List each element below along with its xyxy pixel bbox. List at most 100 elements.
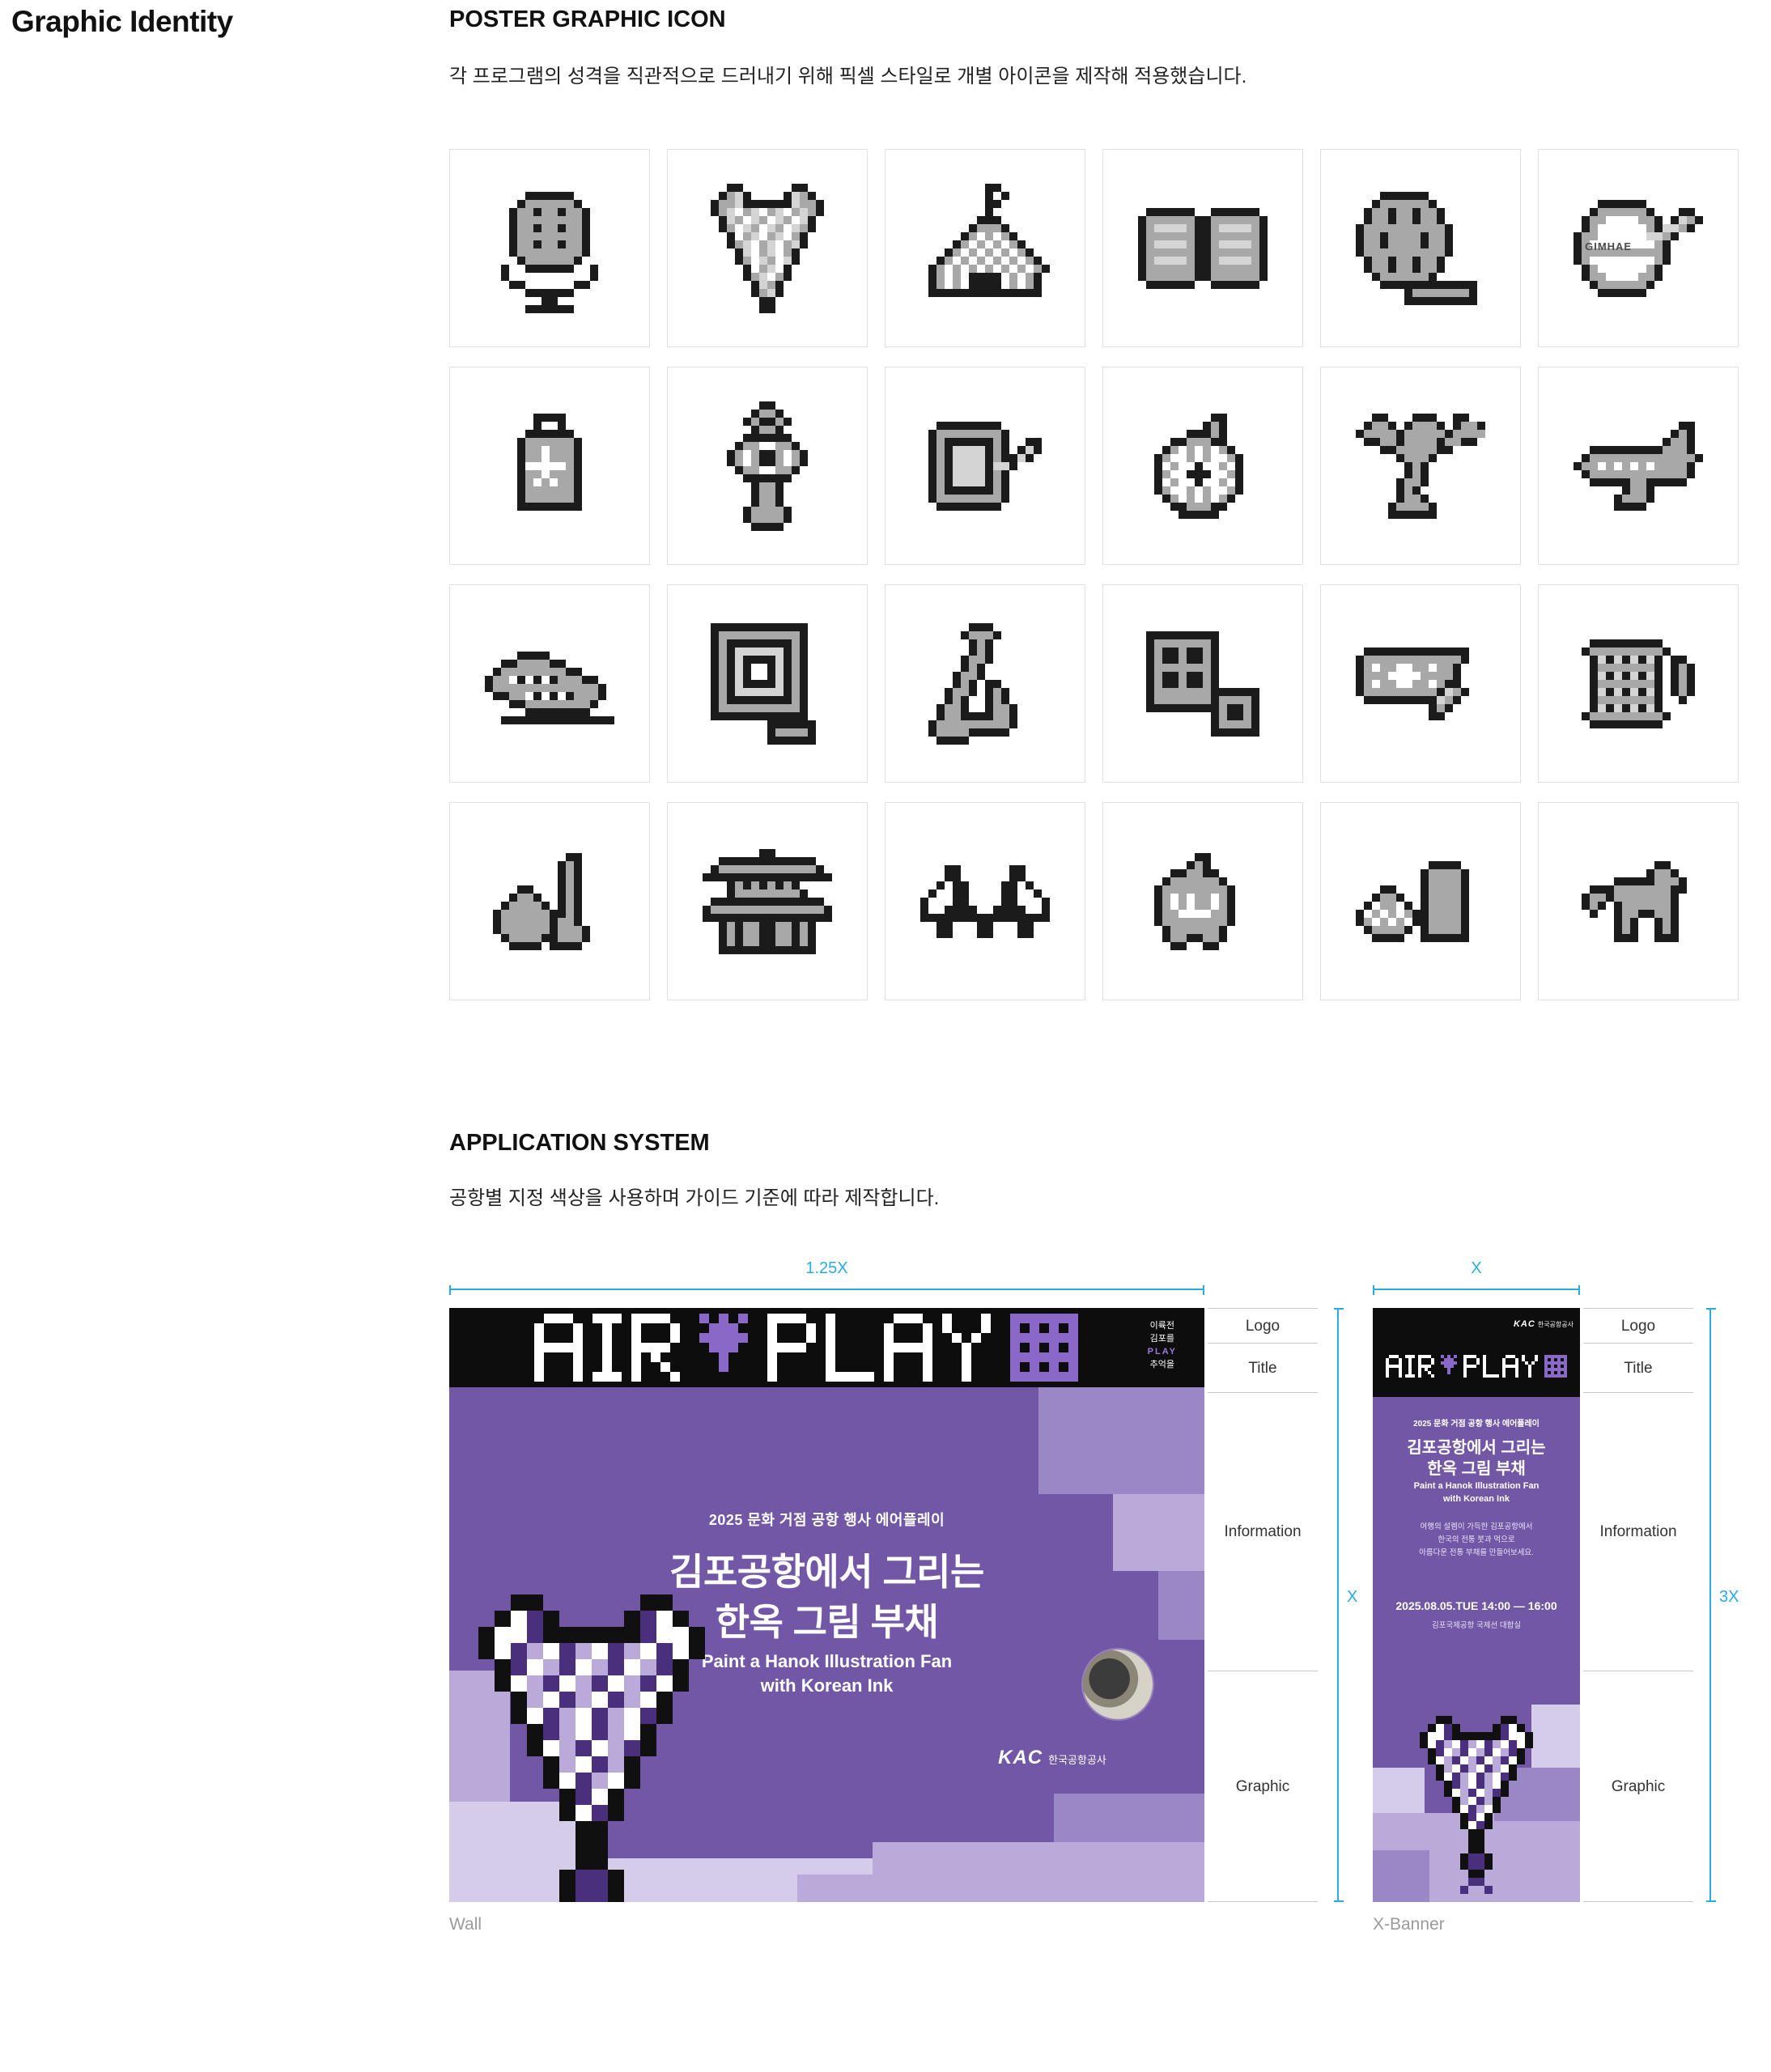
airplane-icon: [1574, 421, 1703, 511]
icon-cell-folding-fan-icon: [667, 149, 868, 347]
wall-height-dimension-label: X: [1347, 1588, 1358, 1606]
icon-cell-airplane-icon: [1538, 367, 1739, 565]
pixel-block: [1054, 1794, 1204, 1842]
icon-text-label: GIMHAE: [1585, 240, 1633, 253]
microphone-icon: [485, 184, 614, 313]
palm-tree-icon: [1356, 413, 1485, 519]
kac-logo-text: 한국공항공사: [1537, 1321, 1574, 1328]
apple-icon: [1138, 852, 1268, 950]
xbanner-width-dimension-line: [1373, 1285, 1580, 1295]
logo-tagline: 이륙전 김포를 PLAY 추억을: [1148, 1319, 1177, 1371]
annotation-section-logo: Logo: [1583, 1308, 1693, 1344]
icon-cell-apple-icon: [1102, 802, 1303, 1000]
annotation-divider: [1208, 1901, 1318, 1902]
wall-caption: Wall: [449, 1915, 482, 1934]
xbanner-width-dimension-label: X: [1471, 1259, 1482, 1277]
film-reel-icon: [1356, 191, 1485, 305]
pixel-icon-grid: GIMHAE: [449, 149, 1739, 1000]
wall-poster-mockup: 이륙전 김포를 PLAY 추억을 2025 문화 거점 공항 행사 에어플레이 …: [449, 1308, 1204, 1902]
kac-logo-mark: KAC: [998, 1747, 1043, 1768]
luggage-tag-icon: [485, 413, 614, 519]
xbanner-caption: X-Banner: [1373, 1915, 1445, 1934]
pixel-block: [873, 1842, 1204, 1902]
icon-cell-horse-icon: [1538, 802, 1739, 1000]
tagline-line: 이륙전: [1149, 1321, 1175, 1331]
citrus-slice-icon: [1138, 413, 1268, 519]
pixel-block: [1531, 1705, 1580, 1768]
annotation-label: Logo: [1245, 1317, 1280, 1335]
ticket-pencil-icon: [1356, 647, 1485, 720]
xbanner-height-dimension-line: [1706, 1308, 1716, 1902]
saxophone-icon: [920, 622, 1050, 745]
pixel-block: [1158, 1571, 1204, 1640]
icon-cell-thread-spool-icon: [1538, 584, 1739, 783]
poster-icon-section-title: POSTER GRAPHIC ICON: [449, 6, 726, 32]
annotation-section-title: Title: [1583, 1343, 1693, 1393]
annotation-label: Graphic: [1611, 1778, 1666, 1795]
icon-cell-gate-door-icon: [667, 584, 868, 783]
xbanner-height-dimension-label: 3X: [1719, 1588, 1739, 1606]
icon-cell-palm-tree-icon: [1320, 367, 1521, 565]
poster-info-line: 아름다운 전통 부채를 만들어보세요.: [1419, 1548, 1534, 1557]
poster-title-line1: 김포공항에서 그리는: [669, 1551, 984, 1593]
poster-subtitle-line2: with Korean Ink: [760, 1675, 894, 1696]
thread-spool-icon: [1574, 639, 1703, 728]
photo-badge: [1083, 1650, 1153, 1719]
annotation-section-information: Information: [1208, 1392, 1318, 1671]
pixel-block: [1373, 1850, 1429, 1902]
annotation-label: Graphic: [1235, 1778, 1290, 1795]
bridge-icon: [920, 864, 1050, 938]
gimhae-stamp-icon: [1574, 199, 1703, 297]
hanok-pavilion-icon: [703, 848, 832, 954]
icon-cell-citrus-slice-icon: [1102, 367, 1303, 565]
poster-location: 김포국제공항 국제선 대합실: [1431, 1621, 1522, 1630]
pixel-fan-graphic: [1412, 1716, 1541, 1898]
poster-subtitle-line1: Paint a Hanok Illustration Fan: [1413, 1481, 1540, 1491]
poster-title-line2: 한옥 그림 부채: [1427, 1460, 1526, 1478]
poster-title-line2: 한옥 그림 부채: [715, 1601, 939, 1643]
icon-cell-open-book-icon: [1102, 149, 1303, 347]
airplay-pixel-logo: [1386, 1355, 1567, 1382]
icon-cell-bridge-icon: [885, 802, 1085, 1000]
pixel-block: [1038, 1387, 1204, 1494]
icon-cell-hanok-pavilion-icon: [667, 802, 868, 1000]
icon-cell-gayageum-icon: [449, 584, 650, 783]
application-section-title: APPLICATION SYSTEM: [449, 1130, 710, 1156]
pixel-block: [1373, 1768, 1425, 1813]
icon-cell-brush-pot-icon: [885, 367, 1085, 565]
icon-cell-saxophone-icon: [885, 584, 1085, 783]
page-title: Graphic Identity: [11, 5, 233, 38]
dipper-jar-icon: [485, 852, 614, 950]
annotation-label: Title: [1624, 1359, 1653, 1377]
poster-subtitle-line1: Paint a Hanok Illustration Fan: [701, 1651, 953, 1671]
tagline-line: 추억을: [1149, 1360, 1175, 1369]
icon-cell-speaker-icon: [1102, 584, 1303, 783]
annotation-section-title: Title: [1208, 1343, 1318, 1393]
poster-subtitle-line2: with Korean Ink: [1443, 1494, 1510, 1504]
icon-cell-gimhae-stamp-icon: GIMHAE: [1538, 149, 1739, 347]
icon-cell-lotus-book-icon: [1320, 802, 1521, 1000]
poster-body: 2025 문화 거점 공항 행사 에어플레이 김포공항에서 그리는 한옥 그림 …: [449, 1387, 1204, 1902]
annotation-label: Title: [1248, 1359, 1277, 1377]
folding-fan-icon: [703, 183, 832, 313]
icon-cell-microphone-icon: [449, 149, 650, 347]
application-section-description: 공항별 지정 색상을 사용하며 가이드 기준에 따라 제작합니다.: [449, 1187, 940, 1209]
poster-eyebrow: 2025 문화 거점 공항 행사 에어플레이: [1413, 1420, 1540, 1429]
annotation-label: Information: [1599, 1523, 1677, 1540]
icon-cell-dipper-jar-icon: [449, 802, 650, 1000]
annotation-divider: [1583, 1901, 1693, 1902]
gayageum-icon: [485, 643, 614, 724]
annotation-section-graphic: Graphic: [1208, 1671, 1318, 1903]
lotus-book-icon: [1356, 860, 1485, 942]
poster-datetime: 2025.08.05.TUE 14:00 — 16:00: [1395, 1599, 1557, 1612]
wall-width-dimension-label: 1.25X: [805, 1259, 848, 1277]
icon-cell-luggage-tag-icon: [449, 367, 650, 565]
open-book-icon: [1138, 192, 1268, 305]
wall-height-dimension-line: [1334, 1308, 1344, 1902]
icon-cell-korean-knot-icon: [667, 367, 868, 565]
wall-width-dimension-line: [449, 1285, 1204, 1295]
